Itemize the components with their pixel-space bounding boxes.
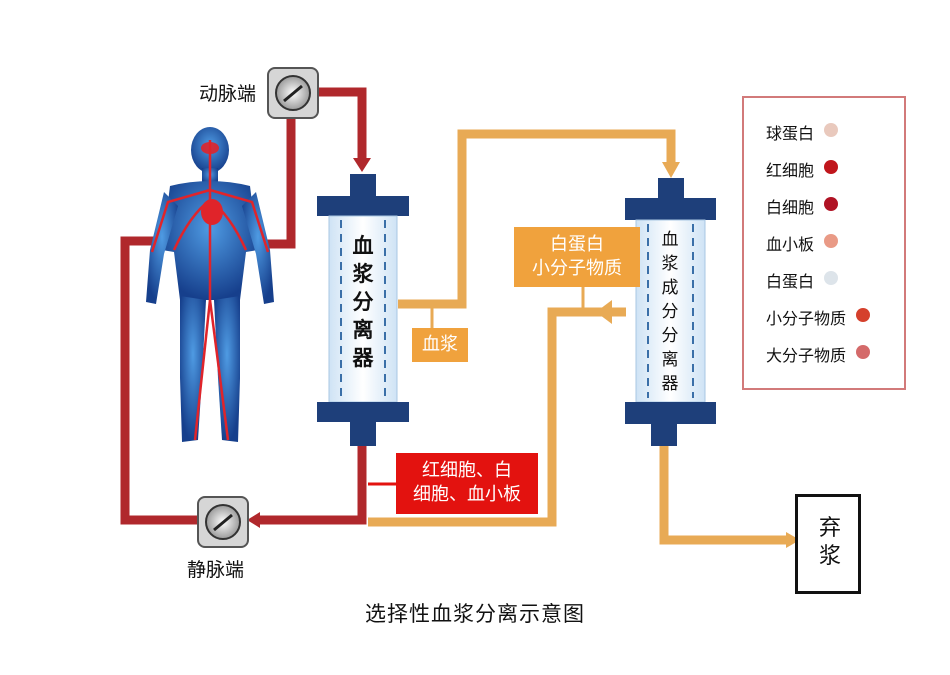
diagram-caption: 选择性血浆分离示意图 (365, 602, 585, 626)
legend-item: 球蛋白 (766, 124, 815, 143)
legend-swatch-icon (824, 123, 838, 137)
heart-icon (201, 199, 223, 225)
artery-gauge-icon (267, 67, 319, 119)
cells-platelets-tag: 红细胞、白细胞、血小板 (413, 460, 521, 505)
legend-swatch-icon (856, 308, 870, 322)
cells-tag-box (396, 453, 538, 514)
legend-item: 白细胞 (766, 198, 815, 217)
legend-swatch-icon (824, 160, 838, 174)
artery-to-separator-line (318, 87, 367, 158)
arrow-into-separator2 (662, 162, 680, 178)
legend-item: 白蛋白 (766, 272, 815, 291)
plasma-to-separator2-line (398, 129, 676, 309)
arrow-into-separator1 (353, 158, 371, 172)
legend-swatch-icon (824, 234, 838, 248)
artery-label: 动脉端 (199, 83, 257, 105)
plasma-separator-label: 血浆分离器 (352, 234, 374, 370)
legend-item: 红细胞 (766, 161, 815, 180)
discard-box: 弃浆 (795, 494, 861, 594)
arrow-into-discard (786, 532, 800, 548)
plasma-component-separator (625, 178, 716, 446)
arrow-into-vein (247, 512, 260, 528)
vein-gauge-icon (197, 496, 249, 548)
albumin-small-molecule-tag: 白蛋白小分子物质 (532, 234, 622, 279)
plasma-tubing (368, 129, 786, 545)
discard-label: 弃浆 (818, 516, 841, 569)
vein-label: 静脉端 (187, 559, 245, 581)
legend-swatch-icon (824, 197, 838, 211)
legend: 球蛋白红细胞白细胞血小板白蛋白小分子物质大分子物质 (742, 96, 906, 390)
legend-swatch-icon (856, 345, 870, 359)
plasma-separator (317, 174, 409, 446)
legend-item: 小分子物质 (766, 309, 847, 328)
vessel-lines (150, 140, 270, 441)
discard-line (659, 446, 786, 545)
legend-item: 大分子物质 (766, 346, 847, 365)
plasma-tag-box (412, 328, 468, 362)
brain-icon (201, 142, 219, 154)
component-separator-label: 血浆成分分离器 (661, 230, 679, 394)
albumin-tag-box (514, 227, 640, 287)
albumin-return-line (368, 307, 626, 527)
separator-to-vein-line (258, 446, 367, 525)
legend-item: 血小板 (766, 235, 815, 254)
legend-swatch-icon (824, 271, 838, 285)
blood-tubing (120, 87, 367, 525)
arrow-albumin-out (596, 300, 612, 324)
plasma-tag: 血浆 (422, 334, 458, 355)
